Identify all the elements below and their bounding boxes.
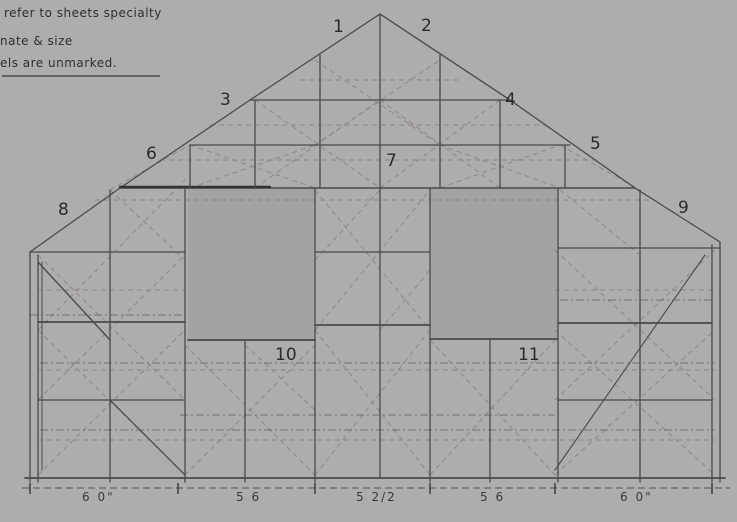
dimension-label-3: 5 2/2 bbox=[356, 490, 397, 504]
panel-label-3: 3 bbox=[220, 90, 231, 110]
panel-label-9: 9 bbox=[678, 198, 689, 218]
frame-lines bbox=[24, 13, 726, 483]
panel-label-1: 1 bbox=[333, 17, 344, 37]
dimension-label-4: 5 6 bbox=[480, 490, 506, 504]
dimension-label-1: 6 0" bbox=[82, 490, 115, 504]
dimension-label-2: 5 6 bbox=[236, 490, 262, 504]
dimension-ticks bbox=[29, 483, 713, 494]
panel-label-11: 11 bbox=[518, 345, 540, 365]
guide-lines bbox=[30, 299, 715, 431]
dimension-label-5: 6 0" bbox=[620, 490, 653, 504]
panel-label-5: 5 bbox=[590, 134, 601, 154]
note-line-2: nate & size bbox=[0, 34, 73, 48]
panel-label-2: 2 bbox=[421, 16, 432, 36]
panel-label-10: 10 bbox=[275, 345, 297, 365]
note-line-3: els are unmarked. bbox=[0, 56, 118, 70]
panel-label-6: 6 bbox=[146, 144, 157, 164]
panel-label-4: 4 bbox=[505, 90, 516, 110]
opening-right bbox=[430, 188, 558, 339]
note-line-1: refer to sheets specialty bbox=[4, 6, 162, 20]
cross-bracing bbox=[37, 59, 716, 476]
panel-label-8: 8 bbox=[58, 200, 69, 220]
panel-label-7: 7 bbox=[386, 151, 397, 171]
opening-left bbox=[188, 188, 314, 341]
